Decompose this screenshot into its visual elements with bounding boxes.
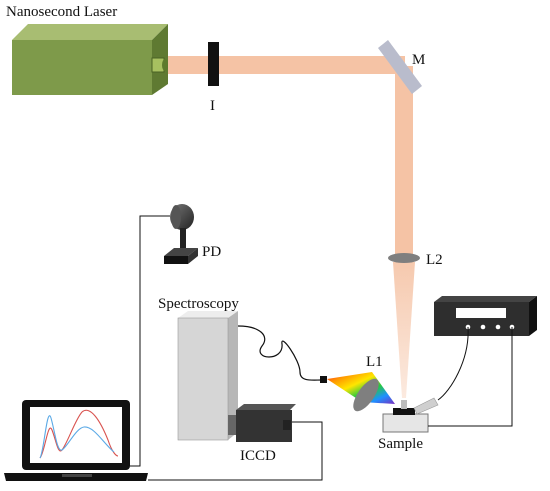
photodiode: [164, 204, 198, 264]
label-photodiode: PD: [202, 244, 221, 260]
iris: [208, 42, 219, 86]
label-lens-l2: L2: [426, 252, 443, 268]
optical-fiber: [237, 325, 323, 381]
laptop: [4, 400, 148, 481]
probe: [413, 397, 439, 415]
focused-beam: [393, 262, 415, 398]
label-iccd: ICCD: [240, 448, 276, 464]
collected-emission-spectrum: [327, 372, 395, 404]
spectrometer: [177, 311, 238, 441]
wire-pd-to-laptop: [130, 215, 170, 467]
controller: [434, 296, 537, 336]
lens-l2: [388, 253, 420, 263]
laser-beam-horizontal: [165, 56, 405, 74]
laser-beam-vertical: [395, 66, 413, 256]
fiber-connector: [320, 376, 327, 383]
controller-wire-stage: [428, 327, 513, 427]
mirror: [378, 40, 422, 94]
plot-curve-blue: [39, 415, 115, 459]
controller-wire-probe: [437, 326, 469, 401]
label-lens-l1: L1: [366, 354, 383, 370]
controller-knob-3: [495, 324, 501, 330]
label-mirror: M: [412, 52, 425, 68]
controller-knob-2: [480, 324, 486, 330]
lens-l1: [353, 378, 379, 412]
plot-curve-red: [39, 409, 119, 459]
wire-iccd-to-laptop: [148, 421, 323, 481]
label-sample: Sample: [378, 436, 423, 452]
sample-stage: [382, 400, 429, 433]
iccd-camera: [228, 404, 296, 442]
label-iris: I: [210, 98, 215, 114]
label-spectrometer: Spectroscopy: [158, 296, 239, 312]
label-laser: Nanosecond Laser: [6, 4, 117, 20]
nanosecond-laser: [12, 24, 168, 95]
